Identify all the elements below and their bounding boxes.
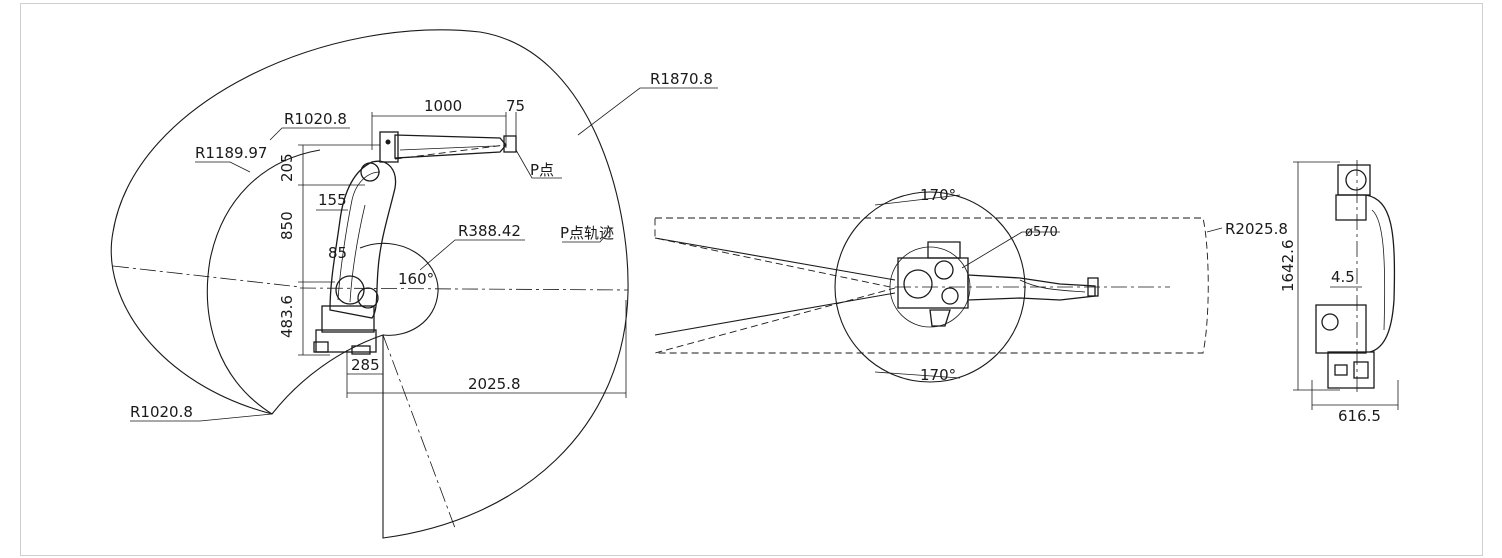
robot-front-figure [1315,164,1396,389]
label-p-trajectory: P点轨迹 [560,224,614,242]
label-r1870: R1870.8 [650,70,713,88]
top-base-circle [834,191,1026,383]
label-angle-top: 170° [920,186,956,204]
dim-483: 483.6 [278,295,296,338]
centerline-diagonal [382,334,456,529]
label-r2025: R2025.8 [1225,220,1288,238]
envelope-inner-arc [206,149,321,415]
side-view: 2025.8 285 205 850 483.6 1000 75 155 85 … [110,29,718,539]
label-r1020-top: R1020.8 [284,110,347,128]
dim-75: 75 [506,97,525,115]
dim-155: 155 [318,191,347,209]
label-diameter: ø570 [1025,225,1058,240]
front-view: 1642.6 616.5 4.5 [1279,160,1399,425]
centerline-left [112,265,301,288]
dim-205: 205 [278,153,296,182]
label-r388: R388.42 [458,222,521,240]
label-angle-bottom: 170° [920,366,956,384]
dim-285: 285 [351,356,380,374]
top-view: 170° 170° ø570 R2025.8 [654,186,1288,384]
label-r1189: R1189.97 [195,144,267,162]
dim-616: 616.5 [1338,407,1381,425]
frame-border [20,3,1483,556]
dim-4-5: 4.5 [1331,268,1355,286]
label-angle-160: 160° [398,270,434,288]
dim-1642: 1642.6 [1279,240,1297,293]
label-p-point: P点 [530,161,554,179]
shoulder-arc [359,242,439,336]
label-r1020-bottom: R1020.8 [130,403,193,421]
centerline-horizontal [299,287,629,291]
robot-top-figure [897,241,1099,327]
dim-1000: 1000 [424,97,462,115]
robot-side-figure [313,131,517,355]
dim-850: 850 [278,211,296,240]
envelope-outer-arc [110,29,629,539]
dim-2025: 2025.8 [468,375,521,393]
